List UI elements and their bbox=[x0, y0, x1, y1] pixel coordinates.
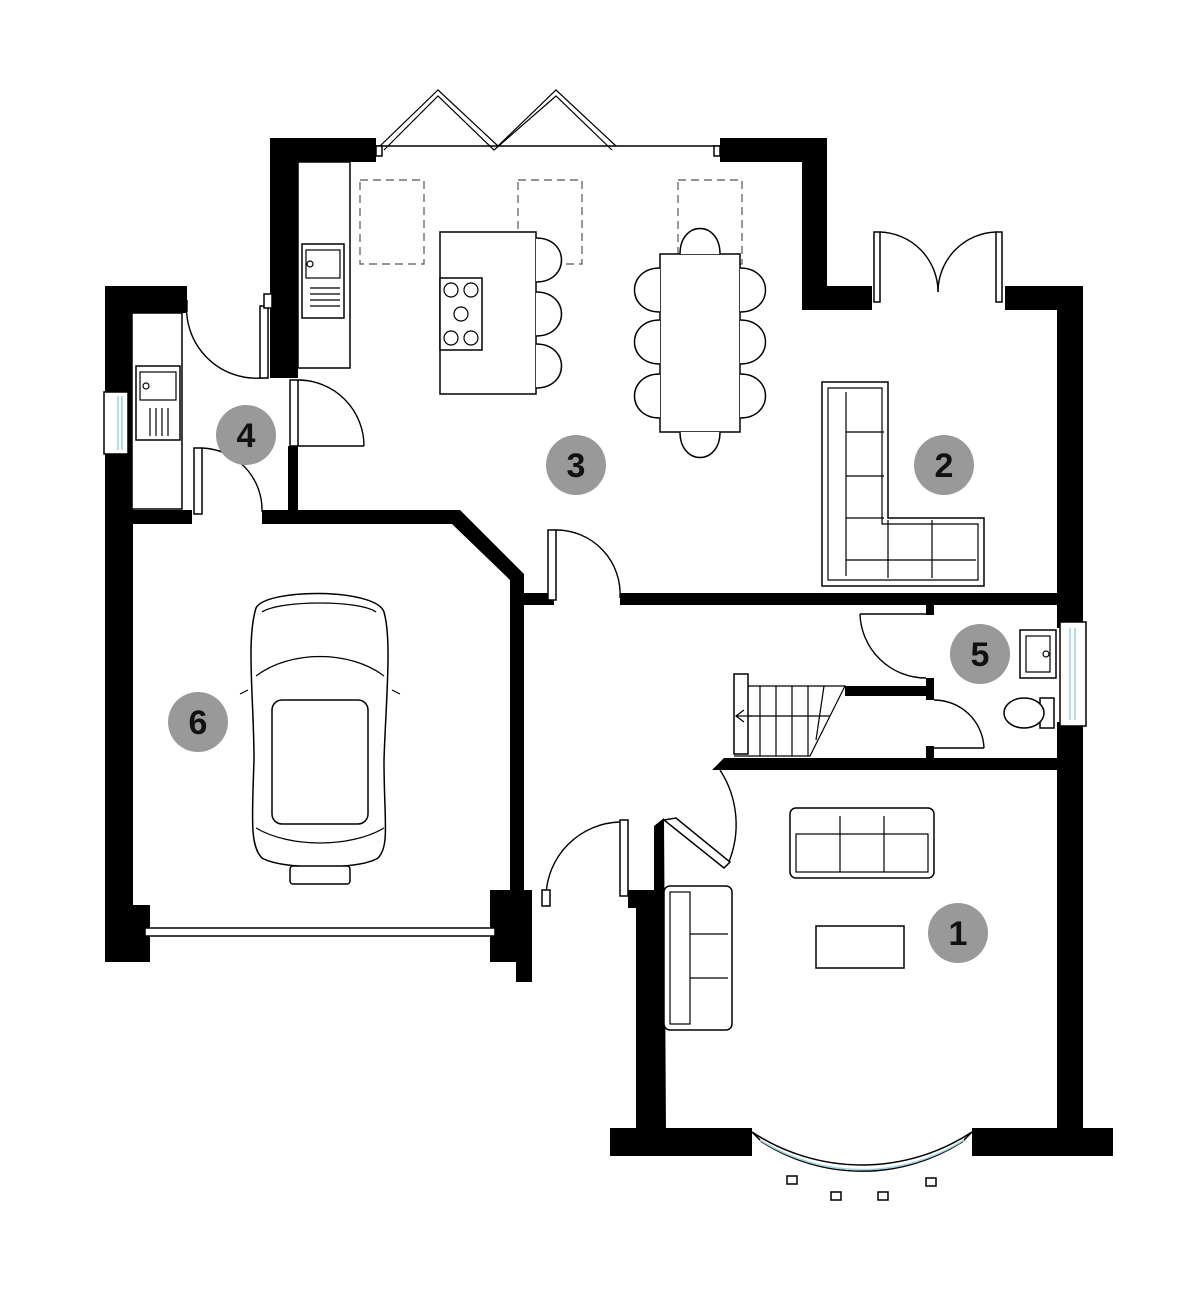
wall-right-upper bbox=[1057, 286, 1083, 628]
wc-window bbox=[1059, 621, 1087, 727]
living-furniture bbox=[663, 807, 935, 1031]
wall-hall-top-right bbox=[620, 593, 1057, 605]
doors bbox=[185, 231, 1003, 907]
utility-window bbox=[103, 391, 129, 455]
chair bbox=[739, 373, 767, 419]
wall-utility-right bbox=[288, 446, 298, 512]
room-3-badge: 3 bbox=[546, 435, 606, 495]
kitchen-sink-icon bbox=[301, 243, 345, 319]
armchair-sofa bbox=[663, 885, 733, 1031]
wall-extension-step bbox=[802, 286, 872, 310]
wall-stair-top bbox=[845, 686, 933, 696]
wall-kitchen-top-left bbox=[270, 138, 376, 162]
bay-window bbox=[751, 1131, 973, 1172]
wall-utility-top bbox=[105, 286, 187, 313]
wall-garage-bottom-left bbox=[105, 905, 150, 962]
garage-door bbox=[144, 927, 496, 937]
car-icon bbox=[239, 592, 401, 885]
chair bbox=[739, 319, 767, 365]
wall-wc-stub bbox=[926, 605, 934, 615]
room-2-label: 2 bbox=[935, 447, 954, 485]
room-1-badge: 1 bbox=[928, 903, 988, 963]
wall-right-lower bbox=[1057, 722, 1083, 1132]
wall-wc-stub-3 bbox=[926, 746, 934, 758]
wall-living-top bbox=[712, 758, 1057, 770]
wc-fixtures bbox=[1003, 629, 1057, 729]
toilet-icon bbox=[1003, 697, 1045, 729]
coffee-table bbox=[815, 925, 905, 969]
room-6-badge: 6 bbox=[168, 692, 228, 752]
stool bbox=[535, 237, 563, 283]
wall-living-bottom-right bbox=[972, 1128, 1113, 1156]
wall-garage-post bbox=[516, 960, 532, 982]
wall-hall-top-left bbox=[522, 593, 554, 605]
utility-fixtures bbox=[131, 312, 183, 510]
wall-extension-left bbox=[802, 138, 827, 310]
roof-light-3 bbox=[677, 179, 743, 265]
roof-light-2 bbox=[517, 179, 583, 265]
room-6-label: 6 bbox=[189, 704, 208, 742]
room-3-label: 3 bbox=[567, 447, 586, 485]
hob-icon bbox=[439, 277, 483, 351]
stool bbox=[535, 291, 563, 337]
kitchen-fixtures bbox=[297, 161, 767, 459]
walls bbox=[105, 138, 1113, 1156]
roof-light-1 bbox=[359, 179, 425, 265]
wall-living-entry bbox=[628, 890, 656, 908]
utility-sink-icon bbox=[135, 365, 181, 441]
wall-wc-stub-2 bbox=[926, 678, 934, 700]
room-2-badge: 2 bbox=[914, 435, 974, 495]
chair bbox=[739, 267, 767, 313]
wall-living-left bbox=[636, 818, 666, 1132]
room-5-label: 5 bbox=[971, 636, 990, 674]
chair bbox=[633, 319, 661, 365]
wall-left-exterior bbox=[105, 286, 133, 962]
stool bbox=[535, 343, 563, 389]
room-badges: 1 2 3 4 5 6 bbox=[168, 405, 1010, 963]
wall-utility-bottom bbox=[130, 510, 192, 524]
room-4-badge: 4 bbox=[216, 405, 276, 465]
wall-garage-top bbox=[262, 510, 524, 890]
chair bbox=[633, 373, 661, 419]
wall-kitchen-left bbox=[270, 138, 298, 378]
wall-living-bottom-left bbox=[610, 1128, 752, 1156]
room-1-label: 1 bbox=[949, 915, 968, 953]
stairs bbox=[733, 673, 846, 757]
chair bbox=[679, 431, 721, 459]
wall-garage-bottom-right bbox=[490, 890, 532, 962]
sofa bbox=[789, 807, 935, 879]
room-5-badge: 5 bbox=[950, 624, 1010, 684]
room-4-label: 4 bbox=[237, 417, 256, 455]
windows bbox=[103, 89, 1087, 1201]
chair bbox=[633, 267, 661, 313]
chair bbox=[679, 227, 721, 255]
dining-table bbox=[659, 253, 741, 433]
corner-sofa bbox=[821, 381, 985, 587]
